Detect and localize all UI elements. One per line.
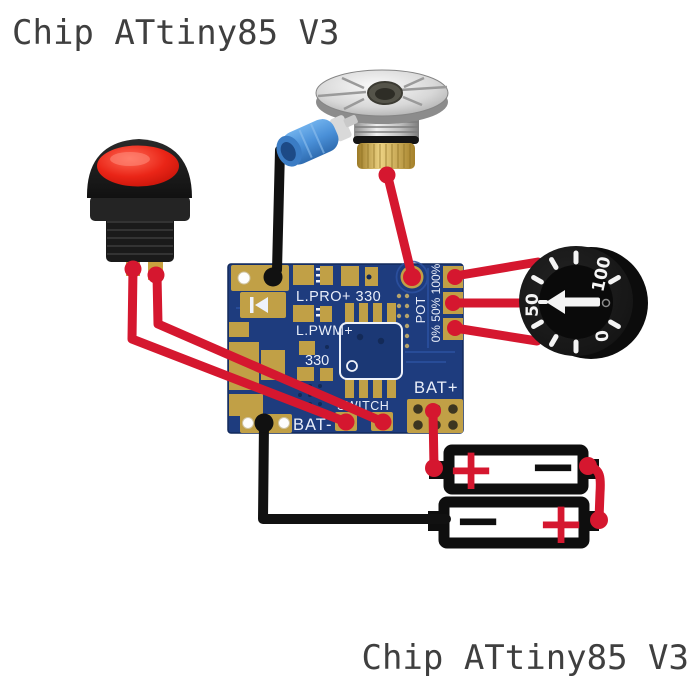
dial-label-50: 50 [523,293,543,317]
crimp-terminal [276,114,358,167]
battery-top-plus: + [447,435,496,503]
red-wire-510 [382,168,417,281]
dial-rotation-mark [601,298,611,308]
diode-symbol [250,297,268,313]
red-wire-switch-1 [127,264,351,427]
red-wire-bat-plus [428,406,439,472]
button-red-cap [97,145,179,187]
black-wire-bat-minus [258,418,451,524]
red-wire-pot-bottom [450,323,542,346]
battery-bottom: − + [428,486,599,557]
solder-dots-red [124,166,608,529]
ic-footprint [339,322,403,380]
connector-oring [353,136,419,144]
solder-dot-black-batminus [254,413,274,433]
dial-ticks [531,250,621,354]
push-button [86,139,192,280]
pcb-board: L.PRO+ 330 L.PWM+ 330 POT 0% 50% 100% BA… [227,260,464,434]
dial-arrow [546,290,600,314]
red-wire-switch-2 [152,270,388,427]
ic-pin1-mark [346,360,358,372]
rotary-dial: 50 100 0 [519,246,648,359]
battery-bottom-minus: − [454,486,503,554]
pcb-label-lpro: L.PRO+ 330 [296,289,381,305]
battery-bottom-plus: + [537,489,586,557]
black-wire-510-to-board [272,145,309,275]
pcb-label-bat-plus: BAT+ [414,379,459,397]
pcb-label-lpwm: L.PWM+ [296,322,353,338]
pcb-label-bat-minus: BAT- [293,416,332,434]
pcb-label-pot-scale: 0% 50% 100% [429,263,443,342]
title-top-left: Chip ATtiny85 V3 [12,13,340,53]
title-bottom-right: Chip ATtiny85 V3 [361,638,689,678]
pcb-label-330: 330 [305,353,329,369]
battery-top-minus: − [529,432,578,500]
pcb-label-pot: POT [413,297,428,324]
pcb-silk-dashes [316,268,320,317]
dial-label-0: 0 [593,329,614,343]
pcb-traces [236,260,455,363]
connector-510 [315,69,449,169]
solder-dot-black-board [263,267,283,287]
red-wire-pot-top [450,257,543,281]
